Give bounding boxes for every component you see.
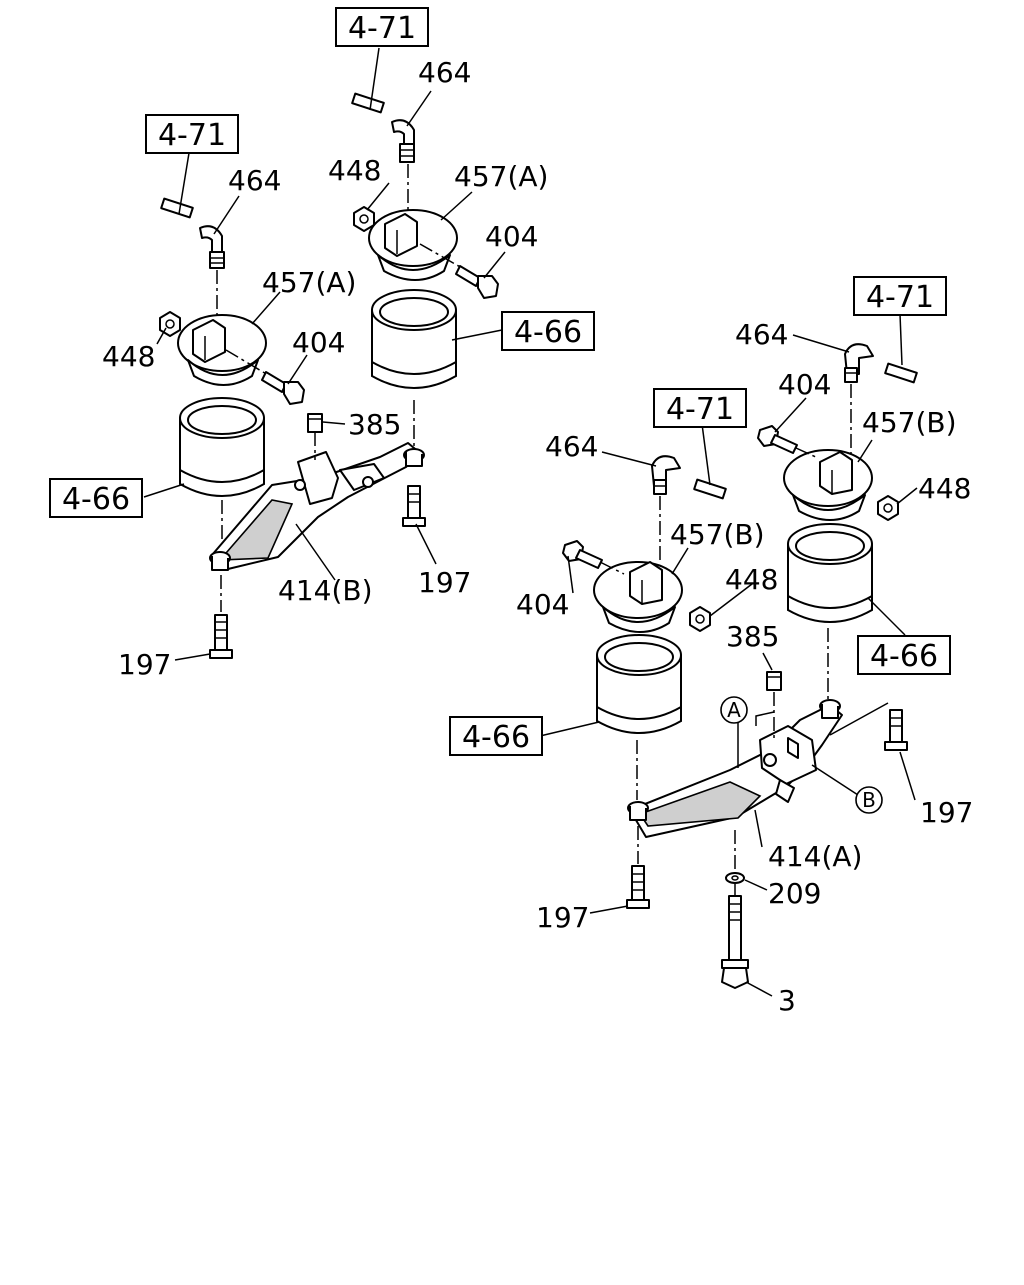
label-209: 209 (768, 877, 821, 910)
label-464: 464 (545, 430, 598, 463)
hose-pipe-right-mid (693, 478, 727, 500)
bolt-197-right-a (884, 709, 908, 751)
label-197: 197 (418, 566, 471, 599)
label-448: 448 (102, 340, 155, 373)
elbow-fitting-right-mid (651, 455, 681, 495)
nut-center (353, 206, 375, 232)
bracket-414b (209, 442, 425, 571)
svg-text:4-71: 4-71 (666, 392, 734, 427)
hose-pipe-center (351, 92, 385, 114)
filter-cap-center (368, 209, 458, 281)
label-404: 404 (485, 220, 538, 253)
filter-cap-right-top (783, 449, 873, 521)
label-457a: 457(A) (454, 160, 548, 193)
bolt-197-right-b (626, 865, 650, 909)
label-448: 448 (328, 154, 381, 187)
ref-box-4-71-right-top[interactable]: 4-71 (853, 276, 947, 316)
svg-text:4-71: 4-71 (158, 118, 226, 153)
svg-text:4-66: 4-66 (870, 639, 938, 674)
hose-pipe-right-top (884, 362, 918, 384)
elbow-fitting-left (199, 225, 225, 269)
nut-right-mid (689, 606, 711, 632)
elbow-fitting-right-top (844, 343, 874, 383)
label-197: 197 (920, 796, 973, 829)
svg-text:4-66: 4-66 (62, 482, 130, 517)
filter-element-center (371, 289, 457, 389)
label-414b: 414(B) (278, 574, 373, 607)
filter-element-right-mid (596, 634, 682, 734)
label-457b: 457(B) (670, 518, 765, 551)
hose-pipe-left (160, 197, 194, 219)
svg-text:4-66: 4-66 (514, 315, 582, 350)
label-404: 404 (292, 326, 345, 359)
ref-box-4-71-right-mid[interactable]: 4-71 (653, 388, 747, 428)
label-448: 448 (725, 563, 778, 596)
filter-element-right-top (787, 523, 873, 623)
svg-text:A: A (727, 698, 741, 722)
ref-box-4-71-top[interactable]: 4-71 (335, 7, 429, 47)
label-197: 197 (536, 901, 589, 934)
bolt-197-left-a (209, 614, 233, 659)
marker-b: B (855, 786, 883, 814)
filter-element-left (179, 397, 265, 497)
pin-left (307, 413, 323, 433)
washer-209 (725, 872, 745, 884)
label-464: 464 (228, 164, 281, 197)
label-404: 404 (516, 588, 569, 621)
label-457a: 457(A) (262, 266, 356, 299)
ref-box-4-66-bottom[interactable]: 4-66 (449, 716, 543, 756)
leader-lines (143, 47, 918, 997)
bracket-414a (627, 699, 843, 838)
pin-right (766, 671, 782, 691)
label-197: 197 (118, 648, 171, 681)
svg-text:B: B (862, 788, 876, 812)
marker-a: A (720, 696, 748, 724)
svg-text:4-71: 4-71 (348, 11, 416, 46)
elbow-fitting-center (391, 119, 415, 163)
bolt-right-top (757, 425, 819, 459)
bolt-197-left-b (402, 485, 426, 527)
label-414a: 414(A) (768, 840, 862, 873)
bolt-center (419, 243, 499, 299)
label-385: 385 (348, 408, 401, 441)
bolt-right-mid (562, 540, 625, 575)
label-404: 404 (778, 368, 831, 401)
label-385: 385 (726, 620, 779, 653)
label-448: 448 (918, 472, 971, 505)
filter-cap-left (177, 314, 267, 386)
svg-text:4-66: 4-66 (462, 720, 530, 755)
bolt-left (225, 349, 305, 405)
svg-text:4-71: 4-71 (866, 280, 934, 315)
label-464: 464 (418, 56, 471, 89)
nut-right-top (877, 495, 899, 521)
label-3: 3 (778, 984, 796, 1017)
long-bolt-3 (721, 895, 749, 989)
ref-box-4-66-left[interactable]: 4-66 (49, 478, 143, 518)
ref-box-4-66-right[interactable]: 4-66 (857, 635, 951, 675)
label-457b: 457(B) (862, 406, 957, 439)
ref-box-4-71-left[interactable]: 4-71 (145, 114, 239, 154)
ref-box-4-66-center[interactable]: 4-66 (501, 311, 595, 351)
label-464: 464 (735, 318, 788, 351)
filter-cap-right-mid (593, 561, 683, 633)
